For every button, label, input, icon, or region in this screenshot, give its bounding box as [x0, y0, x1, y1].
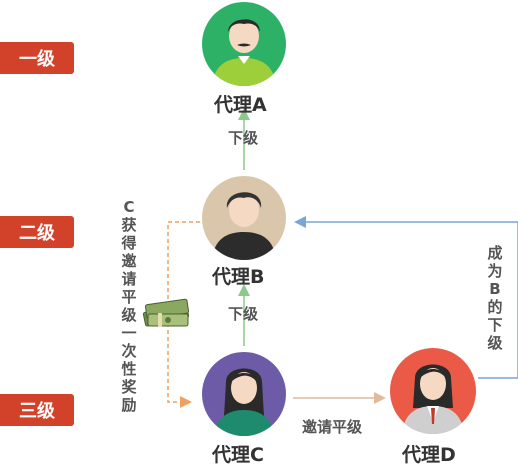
edge-label-c-to-d: 邀请平级: [302, 418, 363, 436]
edge-label-c-to-b: 下级: [228, 305, 259, 323]
edge-label-b-to-a: 下级: [228, 129, 259, 147]
level-badge-second: 二级: [0, 216, 74, 248]
agent-d-name: 代理D: [402, 444, 456, 466]
agent-a-name: 代理A: [214, 94, 267, 116]
agent-c-avatar: [202, 352, 286, 436]
level-badge-first: 一级: [0, 42, 74, 74]
agent-b-avatar: [202, 176, 286, 260]
edge-label-b-to-c-reward: C获得邀请平级一次性奖励: [121, 198, 137, 414]
level-badge-third: 三级: [0, 394, 74, 426]
edge-label-d-to-b: 成为B的下级: [487, 244, 503, 352]
agent-c-name: 代理C: [212, 444, 264, 466]
arrow-d-to-b: [294, 216, 518, 379]
agent-d-avatar: [390, 348, 476, 434]
money-stack-icon: [142, 298, 190, 327]
agent-b-name: 代理B: [212, 266, 265, 288]
agent-a-avatar: [202, 2, 286, 86]
